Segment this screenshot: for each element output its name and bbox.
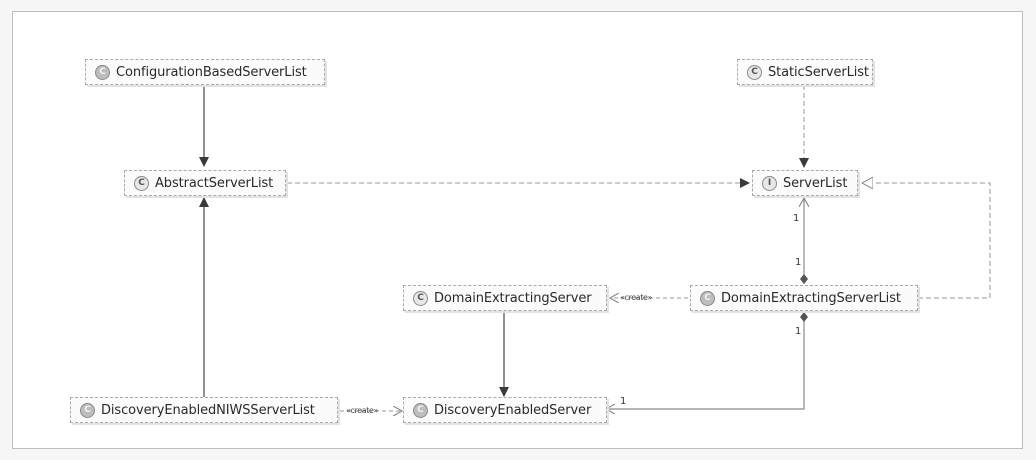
- class-node-domain-extracting-server-list[interactable]: C DomainExtractingServerList: [690, 285, 918, 311]
- class-node-discovery-enabled-niws-server-list[interactable]: C DiscoveryEnabledNIWSServerList: [70, 397, 338, 423]
- multiplicity-label: 1: [620, 396, 627, 407]
- class-node-abstract-server-list[interactable]: C AbstractServerList: [124, 170, 286, 196]
- class-name: ConfigurationBasedServerList: [116, 64, 307, 80]
- class-name: AbstractServerList: [155, 175, 274, 191]
- class-node-discovery-enabled-server[interactable]: C DiscoveryEnabledServer: [403, 397, 607, 423]
- class-node-configuration-based-server-list[interactable]: C ConfigurationBasedServerList: [85, 59, 325, 85]
- creates-label: «create»: [620, 293, 652, 302]
- edge-domainlist-implements-serverlist: [862, 183, 991, 299]
- class-node-domain-extracting-server[interactable]: C DomainExtractingServer: [403, 285, 607, 311]
- class-icon: C: [747, 64, 762, 80]
- class-name: DomainExtractingServer: [434, 290, 592, 306]
- class-icon: C: [134, 175, 149, 191]
- class-icon: C: [700, 290, 715, 306]
- interface-name: ServerList: [783, 175, 848, 191]
- class-name: DomainExtractingServerList: [721, 290, 901, 306]
- class-icon: C: [80, 402, 95, 418]
- multiplicity-label: 1: [795, 326, 802, 337]
- interface-node-server-list[interactable]: I ServerList: [752, 170, 858, 196]
- class-node-static-server-list[interactable]: C StaticServerList: [737, 59, 873, 85]
- multiplicity-label: 1: [793, 213, 800, 224]
- interface-icon: I: [762, 175, 777, 191]
- class-icon: C: [95, 64, 110, 80]
- creates-label: «create»: [346, 406, 378, 415]
- multiplicity-label: 1: [795, 257, 802, 268]
- class-name: DiscoveryEnabledServer: [434, 402, 592, 418]
- class-name: StaticServerList: [768, 64, 869, 80]
- edge-domainlist-aggregates-discoveryserver: [606, 312, 804, 409]
- class-icon: C: [413, 402, 428, 418]
- class-icon: C: [413, 290, 428, 306]
- class-name: DiscoveryEnabledNIWSServerList: [101, 402, 315, 418]
